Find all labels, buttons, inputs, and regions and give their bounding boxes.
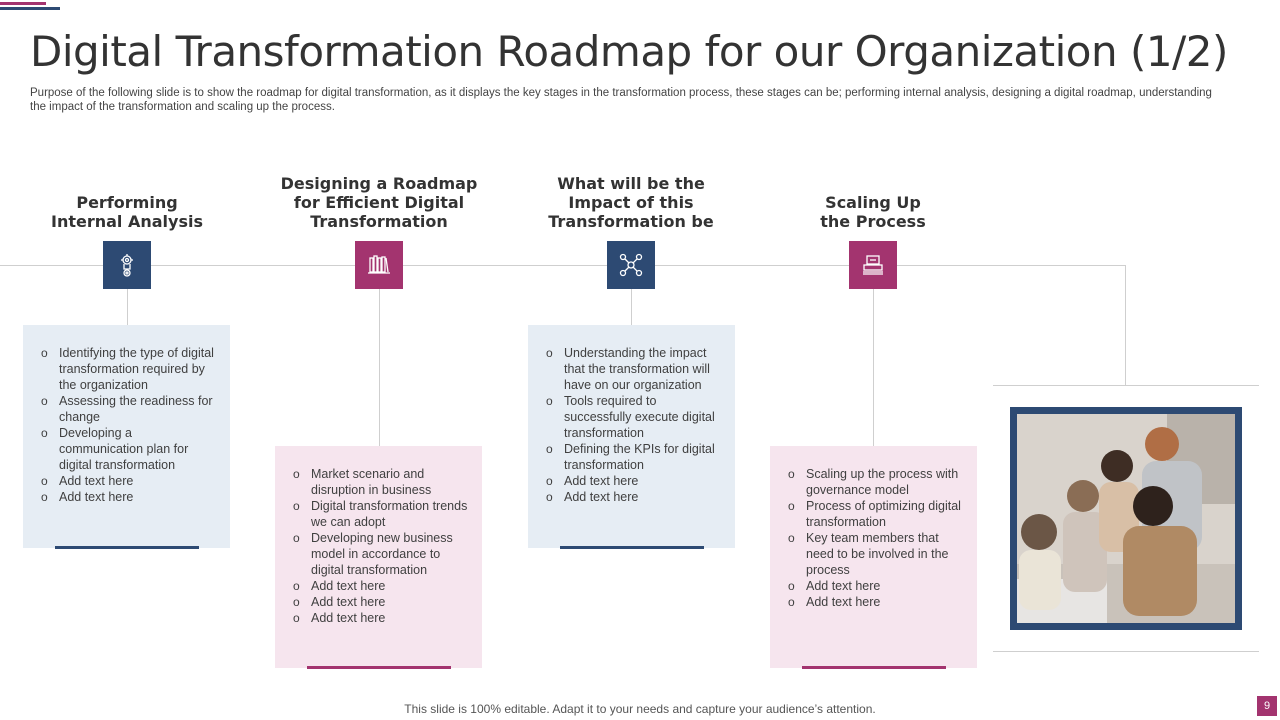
list-item: Add text here bbox=[293, 610, 470, 626]
list-item: Add text here bbox=[41, 489, 218, 505]
list-item: Developing a communication plan for digi… bbox=[41, 425, 218, 473]
list-item: Tools required to successfully execute d… bbox=[546, 393, 723, 441]
stage-4-title: Scaling Up the Process bbox=[820, 193, 926, 231]
stage-2-icon-box bbox=[355, 241, 403, 289]
list-item: Add text here bbox=[41, 473, 218, 489]
list-item: Process of optimizing digital transforma… bbox=[788, 498, 965, 530]
team-photo-illustration bbox=[1017, 414, 1235, 623]
team-photo bbox=[1017, 414, 1235, 623]
stage-3-title: What will be the Impact of this Transfor… bbox=[548, 174, 714, 231]
stage-3-connector bbox=[631, 289, 632, 325]
list-item: Digital transformation trends we can ado… bbox=[293, 498, 470, 530]
timeline-line bbox=[0, 265, 1126, 266]
list-item: Understanding the impact that the transf… bbox=[546, 345, 723, 393]
photo-bottom-rule bbox=[993, 651, 1259, 652]
list-item: Market scenario and disruption in busine… bbox=[293, 466, 470, 498]
page-subtitle: Purpose of the following slide is to sho… bbox=[30, 87, 1212, 113]
stage-1-card-bar bbox=[55, 546, 199, 549]
stage-1-list: Identifying the type of digital transfor… bbox=[41, 345, 218, 505]
stage-1-connector bbox=[127, 289, 128, 325]
stage-2-connector bbox=[379, 289, 380, 446]
list-item: Defining the KPIs for digital transforma… bbox=[546, 441, 723, 473]
list-item: Key team members that need to be involve… bbox=[788, 530, 965, 578]
page-title: Digital Transformation Roadmap for our O… bbox=[30, 27, 1228, 76]
page-number: 9 bbox=[1257, 696, 1277, 716]
list-item: Assessing the readiness for change bbox=[41, 393, 218, 425]
stage-4-icon-box bbox=[849, 241, 897, 289]
network-icon bbox=[619, 253, 643, 277]
accent-bar-top bbox=[0, 2, 46, 5]
stage-2-title: Designing a Roadmap for Efficient Digita… bbox=[280, 174, 478, 231]
stage-1-title: Performing Internal Analysis bbox=[51, 193, 203, 231]
gear-cog-icon bbox=[121, 254, 133, 277]
list-item: Identifying the type of digital transfor… bbox=[41, 345, 218, 393]
list-item: Add text here bbox=[293, 578, 470, 594]
stage-4-list: Scaling up the process with governance m… bbox=[788, 466, 965, 610]
stage-1-icon-box bbox=[103, 241, 151, 289]
stage-4-connector bbox=[873, 289, 874, 446]
stage-3-list: Understanding the impact that the transf… bbox=[546, 345, 723, 505]
list-item: Add text here bbox=[788, 578, 965, 594]
list-item: Add text here bbox=[788, 594, 965, 610]
accent-bar-bottom bbox=[0, 7, 60, 10]
list-item: Add text here bbox=[546, 473, 723, 489]
list-item: Add text here bbox=[546, 489, 723, 505]
stage-1-card: Identifying the type of digital transfor… bbox=[23, 325, 230, 548]
scale-machine-icon bbox=[863, 255, 883, 275]
stage-3-icon-box bbox=[607, 241, 655, 289]
stage-3-card: Understanding the impact that the transf… bbox=[528, 325, 735, 548]
stage-3-card-bar bbox=[560, 546, 704, 549]
footer-note: This slide is 100% editable. Adapt it to… bbox=[404, 702, 876, 716]
books-icon bbox=[368, 255, 390, 274]
stage-4-card: Scaling up the process with governance m… bbox=[770, 446, 977, 668]
stage-4-card-bar bbox=[802, 666, 946, 669]
stage-2-card: Market scenario and disruption in busine… bbox=[275, 446, 482, 668]
photo-top-rule bbox=[993, 385, 1259, 386]
list-item: Scaling up the process with governance m… bbox=[788, 466, 965, 498]
stage-2-list: Market scenario and disruption in busine… bbox=[293, 466, 470, 626]
timeline-drop-line bbox=[1125, 265, 1126, 385]
team-photo-frame bbox=[1010, 407, 1242, 630]
list-item: Add text here bbox=[293, 594, 470, 610]
stage-2-card-bar bbox=[307, 666, 451, 669]
list-item: Developing new business model in accorda… bbox=[293, 530, 470, 578]
